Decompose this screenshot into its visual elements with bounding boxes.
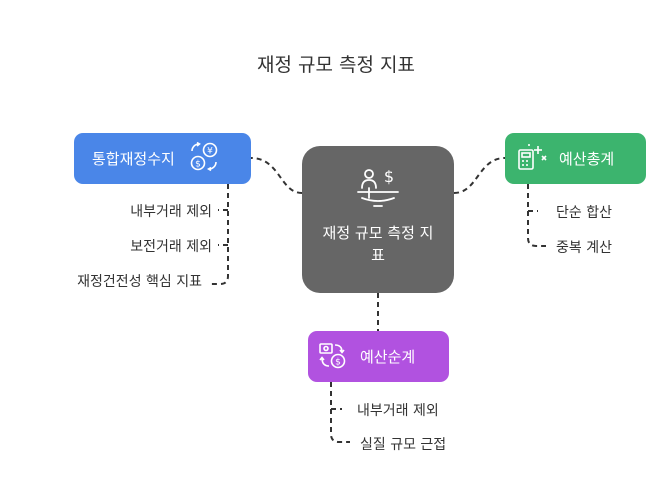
connector-center-right xyxy=(453,157,506,194)
node-budget-net: $ 예산순계 xyxy=(308,331,449,382)
leaf-bottom-2: 실질 규모 근접 xyxy=(360,437,447,453)
leaf-left-3: 재정건전성 핵심 지표 xyxy=(77,274,202,290)
diagram-title: 재정 규모 측정 지표 xyxy=(257,54,415,76)
leaf-left-1: 내부거래 제외 xyxy=(130,204,212,220)
svg-text:$: $ xyxy=(335,357,341,367)
leaf-right-2: 중복 계산 xyxy=(556,240,612,256)
connector-right-children xyxy=(527,184,546,247)
node-label: 통합재정수지 xyxy=(92,150,175,168)
leaf-right-1: 단순 합산 xyxy=(556,205,612,221)
connector-left-children xyxy=(210,184,229,285)
leaf-left-2: 보전거래 제외 xyxy=(130,239,212,255)
central-topic-label: 재정 규모 측정 지표 xyxy=(322,224,434,264)
money-exchange-icon: $ xyxy=(318,340,348,374)
node-label: 예산총계 xyxy=(559,150,615,168)
balance-scale-dollar-icon: $ xyxy=(356,167,400,214)
connector-center-left xyxy=(250,157,303,194)
svg-text:$: $ xyxy=(384,168,394,186)
node-label: 예산순계 xyxy=(360,348,416,366)
connector-bottom-children xyxy=(330,382,350,443)
svg-text:$: $ xyxy=(195,159,201,169)
svg-text:¥: ¥ xyxy=(207,146,213,156)
calculator-plus-icon xyxy=(517,142,547,176)
node-budget-total: 예산총계 xyxy=(505,133,646,184)
currency-exchange-icon: ¥ $ xyxy=(189,141,219,177)
leaf-bottom-1: 내부거래 제외 xyxy=(357,403,439,419)
node-integrated-fiscal-balance: 통합재정수지 ¥ $ xyxy=(74,133,251,184)
central-topic-node: $ 재정 규모 측정 지표 xyxy=(302,146,454,293)
